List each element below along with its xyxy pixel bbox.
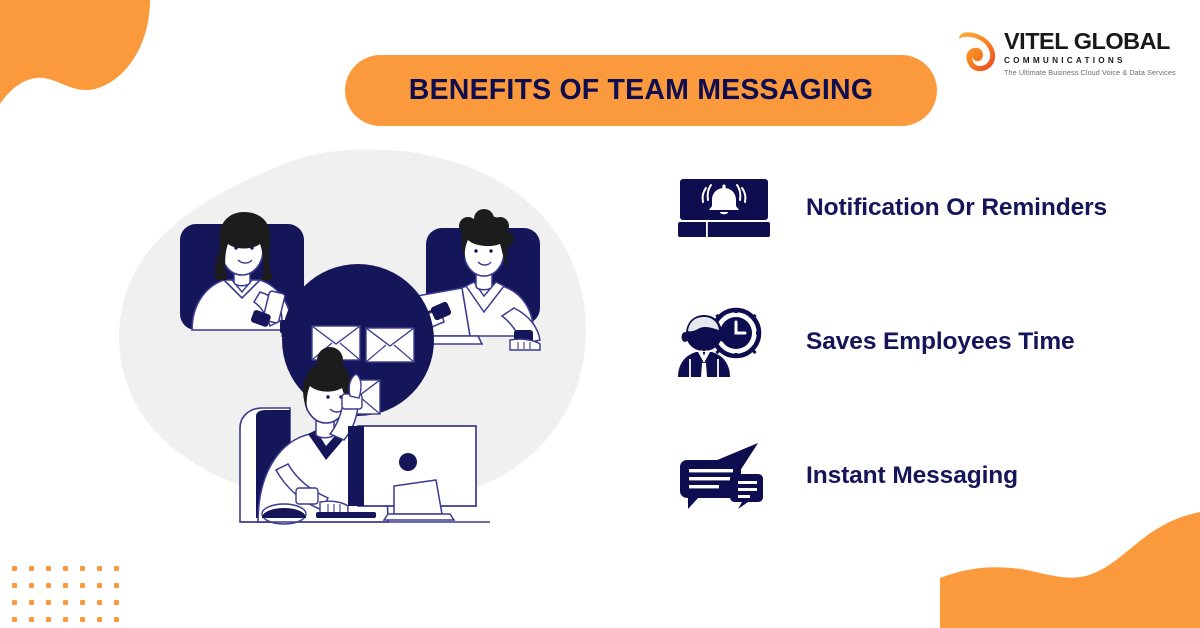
grid-dot [97, 566, 102, 571]
grid-dot [114, 583, 119, 588]
grid-dot [46, 566, 51, 571]
title-banner: BENEFITS OF TEAM MESSAGING [345, 55, 937, 126]
grid-dot [12, 566, 17, 571]
logo-subwordmark: COMMUNICATIONS [1004, 55, 1126, 65]
grid-dot [97, 583, 102, 588]
grid-dot [114, 600, 119, 605]
grid-dot [29, 617, 34, 622]
page-title: BENEFITS OF TEAM MESSAGING [408, 74, 874, 106]
grid-dot [97, 617, 102, 622]
grid-dot [80, 566, 85, 571]
grid-dot [29, 566, 34, 571]
vitel-v-swoosh-icon [959, 32, 996, 72]
grid-dot [97, 600, 102, 605]
grid-dot [63, 617, 68, 622]
envelope-right [365, 327, 415, 363]
grid-dot [12, 617, 17, 622]
benefit-label-instant-messaging: Instant Messaging [806, 462, 1019, 489]
grid-dot [12, 600, 17, 605]
bell-notification-laptop-icon [676, 179, 780, 237]
benefit-label-notification: Notification Or Reminders [806, 194, 1108, 221]
grid-dot [29, 600, 34, 605]
top-left-orange-blob [0, 0, 150, 104]
grid-dot [63, 600, 68, 605]
team-messaging-illustration [118, 149, 586, 525]
benefit-item-instant-messaging[interactable]: Instant Messaging [676, 436, 1176, 516]
person-at-desktop [239, 347, 490, 525]
grid-dot [46, 600, 51, 605]
logo-tagline: The Ultimate Business Cloud Voice & Data… [1004, 67, 1176, 77]
grid-dot [12, 583, 17, 588]
employee-clock-icon [676, 307, 780, 377]
logo-wordmark: VITEL GLOBAL [1004, 28, 1170, 55]
grid-dot [46, 617, 51, 622]
grid-dot [80, 583, 85, 588]
chat-bubbles-paper-plane-icon [676, 443, 780, 509]
decorative-dot-grid [12, 566, 131, 628]
desktop-monitor [348, 425, 477, 507]
bottom-right-orange-blob [940, 512, 1200, 628]
grid-dot [114, 566, 119, 571]
benefits-list: Notification Or Reminders [676, 168, 1176, 516]
grid-dot [46, 583, 51, 588]
grid-dot [63, 583, 68, 588]
grid-dot [114, 617, 119, 622]
grid-dot [80, 600, 85, 605]
logo-text-block: VITEL GLOBAL COMMUNICATIONS The Ultimate… [1004, 28, 1176, 77]
benefit-label-saves-time: Saves Employees Time [806, 328, 1075, 355]
benefit-item-saves-time[interactable]: Saves Employees Time [676, 302, 1176, 382]
benefit-item-notification[interactable]: Notification Or Reminders [676, 168, 1176, 248]
grid-dot [63, 566, 68, 571]
grid-dot [29, 583, 34, 588]
grid-dot [80, 617, 85, 622]
brand-logo[interactable]: VITEL GLOBAL COMMUNICATIONS The Ultimate… [955, 22, 1176, 84]
